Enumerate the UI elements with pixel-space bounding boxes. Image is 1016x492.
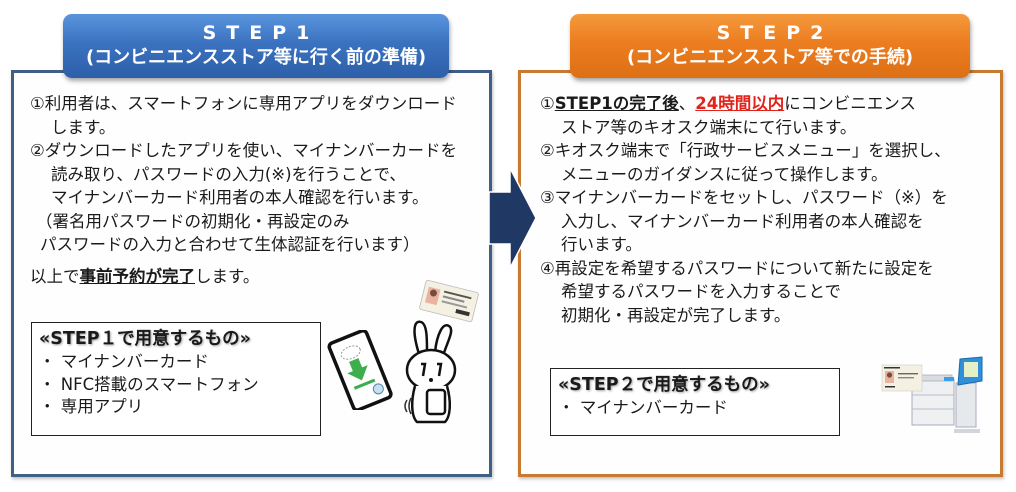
mynumber-card-icon (419, 280, 479, 322)
completion-prefix: 以上で (30, 266, 80, 286)
line: 行います。 (561, 235, 642, 254)
line: 読み取り、パスワードの入力(※)を行うことで、 (51, 164, 406, 184)
line: 希望するパスワードを入力することで (561, 282, 842, 301)
right-arrow-icon (488, 167, 537, 269)
step2-subtitle: (コンビニエンスストア等での手続) (626, 47, 914, 68)
step2-need-box: «STEP２で用意するもの» ・ マイナンバーカード (550, 368, 840, 436)
need-item: ・ 専用アプリ (39, 397, 144, 416)
step2-item-4: ④再設定を希望するパスワードについて新たに設定を 希望するパスワードを入力するこ… (540, 257, 951, 328)
separator: 、 (678, 94, 696, 113)
line: します。 (51, 117, 116, 137)
line: ②ダウンロードしたアプリを使い、マイナンバーカードを (30, 141, 457, 160)
completion-suffix: します。 (195, 266, 260, 286)
rabbit-mascot-icon (404, 320, 457, 424)
step1-instructions: ①利用者は、スマートフォンに専用アプリをダウンロード します。 ②ダウンロードし… (30, 92, 457, 288)
step1-need-box: «STEP１で用意するもの» ・ マイナンバーカード ・ NFC搭載のスマートフ… (31, 322, 321, 436)
line: パスワードの入力と合わせて生体認証を行います） (40, 235, 420, 254)
step2-item-1: ①STEP1の完了後、24時間以内にコンビニエンス ストア等のキオスク端末にて行… (540, 92, 951, 139)
line: 入力し、マイナンバーカード利用者の本人確認を (561, 211, 924, 231)
step1-complete-emphasis: STEP1の完了後 (554, 94, 679, 113)
step2-item-3: ③マイナンバーカードをセットし、パスワード（※）を 入力し、マイナンバーカード利… (540, 186, 951, 257)
need-item: ・ NFC搭載のスマートフォン (39, 374, 259, 394)
line: メニューのガイダンスに従って操作します。 (561, 164, 888, 184)
step1-title: STEP1 (202, 22, 320, 44)
step1-header: STEP1 (コンビニエンスストア等に行く前の準備) (63, 14, 449, 78)
completion-emphasis: 事前予約が完了 (79, 266, 196, 286)
step1-subtitle: (コンビニエンスストア等に行く前の準備) (85, 47, 427, 68)
step1-item-1: ①利用者は、スマートフォンに専用アプリをダウンロード します。 (30, 92, 457, 139)
line: （署名用パスワードの初期化・再設定のみ (36, 211, 350, 231)
line: ④再設定を希望するパスワードについて新たに設定を (540, 258, 934, 278)
step2-title: STEP2 (716, 22, 834, 44)
step1-item-2: ②ダウンロードしたアプリを使い、マイナンバーカードを 読み取り、パスワードの入力… (30, 139, 457, 210)
kiosk-terminal-icon (881, 356, 983, 433)
line: マイナンバーカード利用者の本人確認を行います。 (51, 188, 429, 207)
line: 初期化・再設定が完了します。 (561, 305, 791, 325)
step1-need-title: «STEP１で用意するもの» (39, 329, 251, 349)
step2-instructions: ①STEP1の完了後、24時間以内にコンビニエンス ストア等のキオスク端末にて行… (540, 92, 951, 327)
line: ②キオスク端末で「行政サービスメニュー」を選択し、 (540, 141, 951, 160)
step1-completion: 以上で事前予約が完了します。 (30, 265, 457, 289)
line: ストア等のキオスク端末にて行います。 (561, 117, 857, 137)
step2-need-title: «STEP２で用意するもの» (558, 375, 770, 395)
step1-note: （署名用パスワードの初期化・再設定のみ パスワードの入力と合わせて生体認証を行い… (30, 210, 457, 257)
mynumber-card-icon (881, 364, 923, 392)
smartphone-download-icon (327, 330, 393, 410)
step2-header: STEP2 (コンビニエンスストア等での手続) (570, 14, 970, 78)
line: ③マイナンバーカードをセットし、パスワード（※）を (540, 188, 948, 207)
need-item: ・ マイナンバーカード (558, 398, 728, 417)
step2-item-2: ②キオスク端末で「行政サービスメニュー」を選択し、 メニューのガイダンスに従って… (540, 139, 951, 186)
line-rest: にコンビニエンス (784, 94, 916, 113)
line: ①利用者は、スマートフォンに専用アプリをダウンロード (30, 94, 457, 113)
item-number: ① (540, 94, 555, 113)
time-limit-emphasis: 24時間以内 (695, 94, 785, 113)
need-item: ・ マイナンバーカード (39, 352, 209, 371)
